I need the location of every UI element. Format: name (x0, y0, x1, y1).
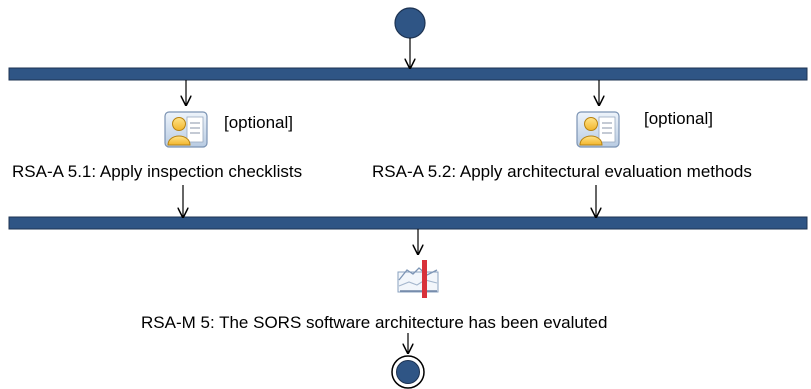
milestone-flag-icon[interactable] (397, 260, 439, 298)
person-card-icon[interactable] (164, 111, 208, 148)
final-node[interactable] (391, 355, 425, 389)
initial-node[interactable] (394, 7, 426, 39)
activity-1-label[interactable]: RSA-A 5.1: Apply inspection checklists (12, 162, 302, 181)
activity-1-tag: [optional] (224, 113, 293, 132)
activity-2-label[interactable]: RSA-A 5.2: Apply architectural evaluatio… (372, 162, 752, 181)
activity-2-tag: [optional] (644, 109, 713, 128)
milestone-label[interactable]: RSA-M 5: The SORS software architecture … (141, 313, 607, 332)
join-bar[interactable] (8, 216, 808, 230)
fork-bar[interactable] (8, 67, 808, 81)
person-card-icon[interactable] (576, 111, 620, 148)
